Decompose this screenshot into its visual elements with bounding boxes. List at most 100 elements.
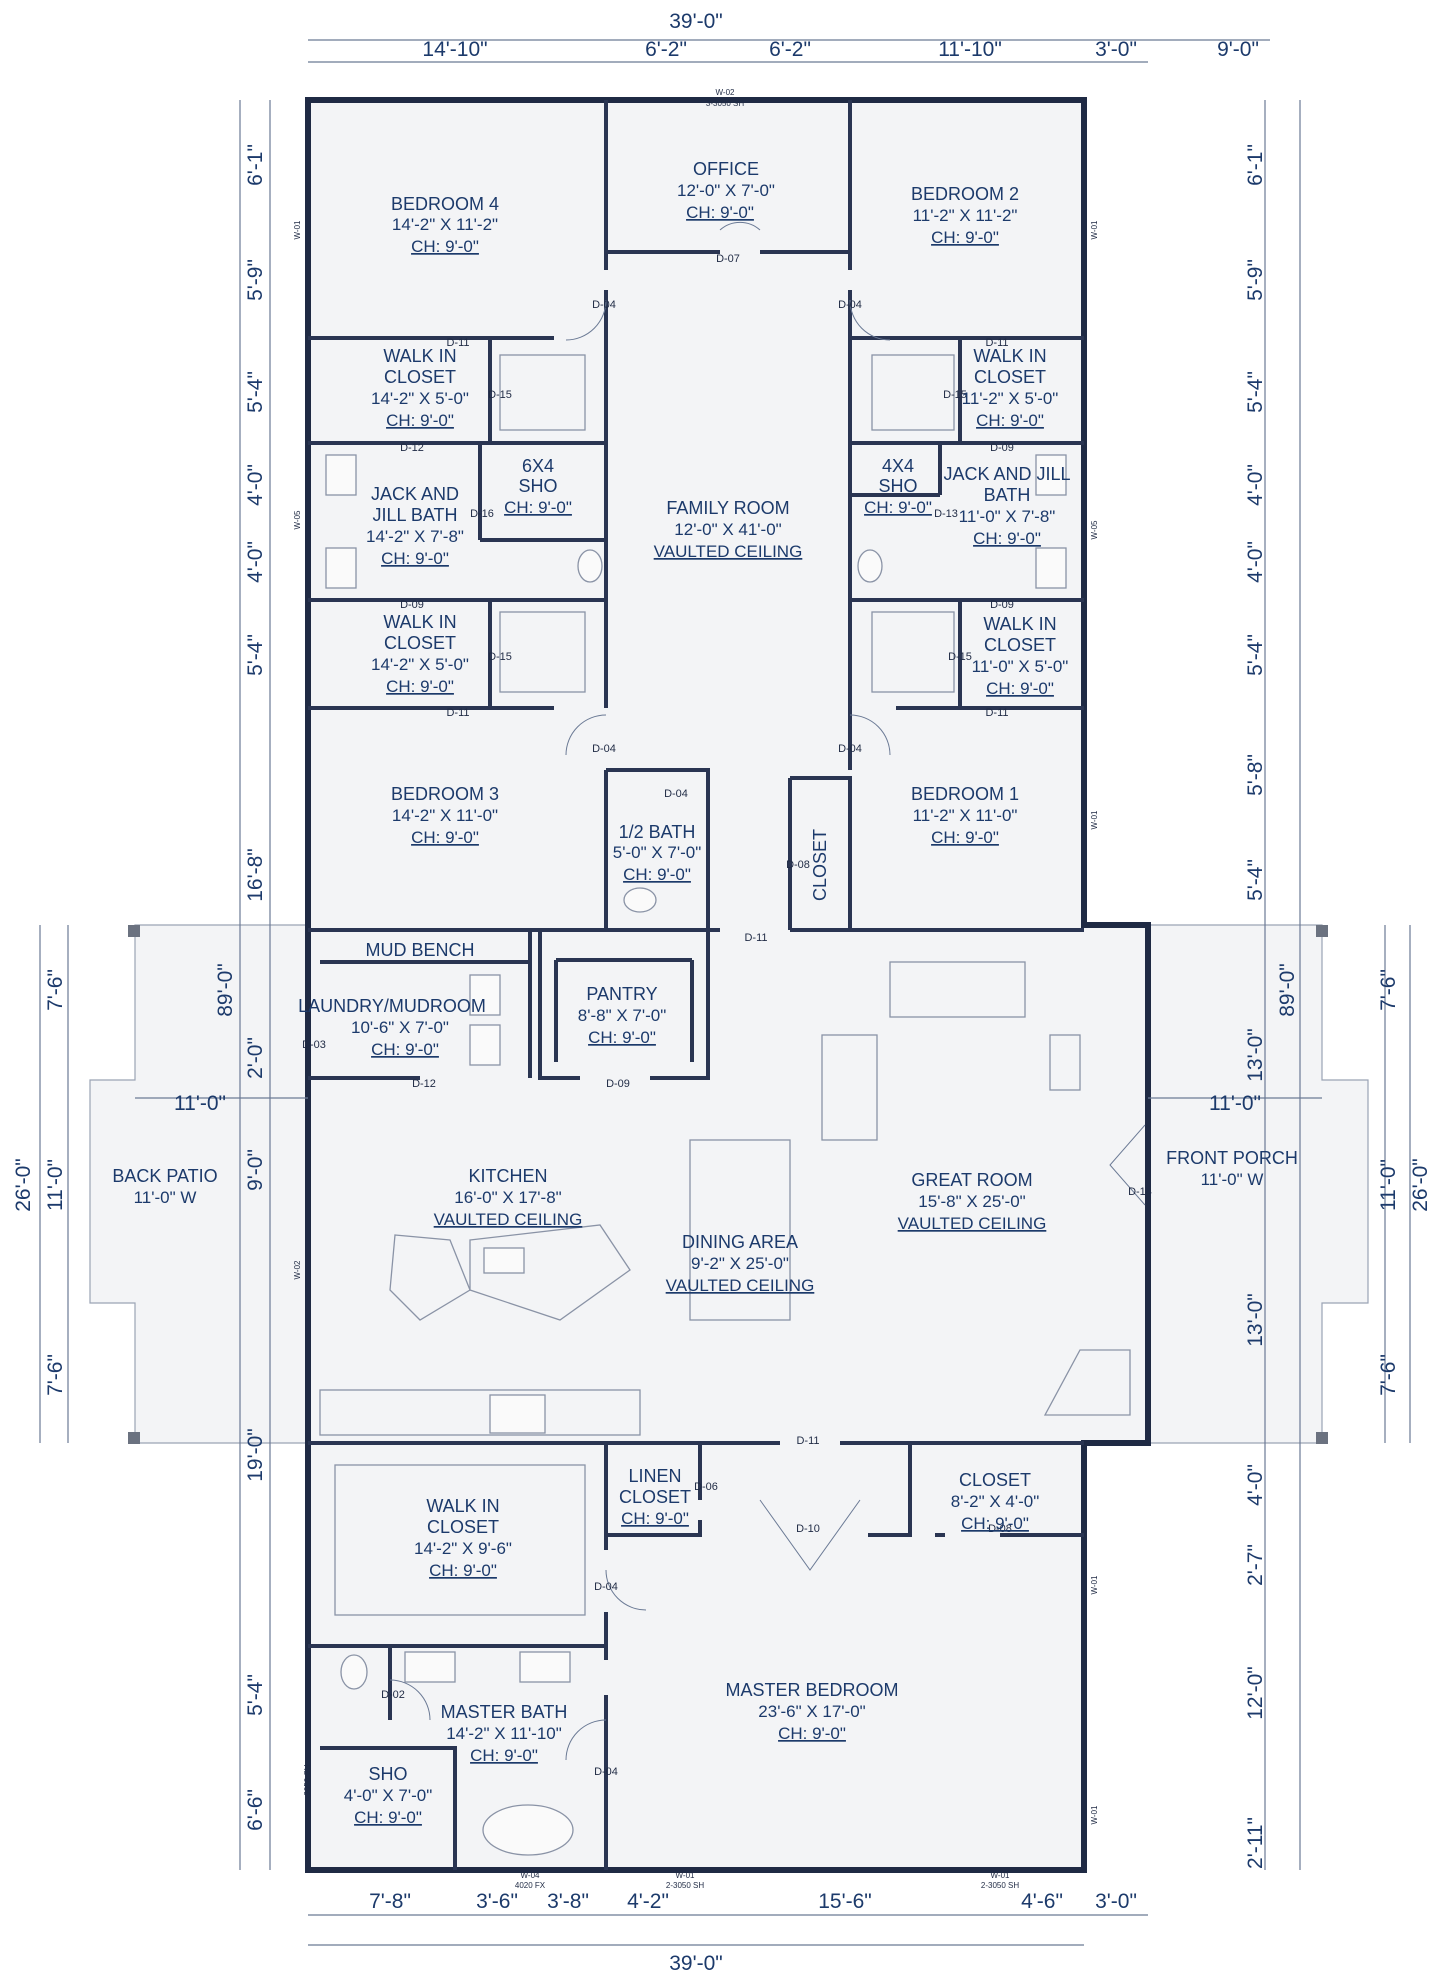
door-tag: D-09 [990,442,1014,454]
room-name: LINEN [628,1466,681,1486]
dim-right-outer: 7'-6" [1377,969,1400,1011]
room-half-bath: 1/2 BATH 5'-0" X 7'-0" CH: 9'-0" [613,822,702,884]
room-name: FAMILY ROOM [666,498,789,518]
room-ceiling: CH: 9'-0" [976,411,1044,430]
room-walk-in-closet-se: WALK IN CLOSET 11'-0" X 5'-0" CH: 9'-0" [972,614,1069,698]
room-walk-in-closet-master: WALK IN CLOSET 14'-2" X 9'-6" CH: 9'-0" [414,1496,512,1580]
room-name: BEDROOM 4 [391,194,499,214]
dim-left-seg: 4'-0" [244,541,267,583]
dim-right-outer: 26'-0" [1409,1158,1432,1212]
room-name: 6X4 [522,456,554,476]
room-ceiling: VAULTED CEILING [666,1276,815,1295]
dim-left-seg: 16'-8" [244,848,267,902]
door-tag: D-13 [934,508,958,520]
dim-right-seg: 13'-0" [1244,1293,1267,1347]
window-tag: W-01 [1090,1805,1099,1825]
dim-bottom-seg: 3'-0" [1095,1890,1137,1913]
chair-icon [1049,1034,1081,1091]
kitchen-island [389,1234,471,1321]
room-size: 11'-2" X 11'-0" [913,806,1018,825]
shelf-outline [499,354,586,431]
window-tag: W-05 [1090,520,1099,540]
room-name: SHO [368,1764,407,1784]
room-jack-jill-bath-east: JACK AND JILL BATH 11'-0" X 7'-8" CH: 9'… [943,464,1070,548]
room-ceiling: CH: 9'-0" [588,1028,656,1047]
room-shower-west: 6X4 SHO CH: 9'-0" [504,456,572,517]
door-tag: D-11 [985,707,1008,719]
door-tags: D-07 D-04 D-04 D-11 D-11 D-15 D-15 D-12 … [302,253,1152,1778]
dim-left-seg: 5'-9" [244,259,267,301]
toilet-icon [340,1654,368,1690]
room-size: 23'-6" X 17'-0" [758,1702,865,1721]
dim-bottom-seg: 4'-2" [627,1890,669,1913]
house-floor [308,100,1084,1870]
sink-icon [519,1651,571,1683]
room-size: 15'-8" X 25'-0" [918,1192,1025,1211]
window-tag: W-01 [1090,1575,1099,1595]
patio-post [128,1432,140,1444]
room-ceiling: CH: 9'-0" [386,677,454,696]
room-size: 11'-2" X 5'-0" [962,389,1059,408]
room-size: 4'-0" X 7'-0" [344,1786,433,1805]
room-size: 16'-0" X 17'-8" [454,1188,561,1207]
room-size: 11'-0" W [1201,1170,1264,1189]
door-swings [389,221,1146,1761]
room-ceiling: CH: 9'-0" [623,865,691,884]
door-tag: D-11 [985,337,1008,349]
dim-right-seg: 4'-0" [1244,541,1267,583]
room-name: 1/2 BATH [619,822,696,842]
dim-left-seg: 4'-0" [244,464,267,506]
room-kitchen: KITCHEN 16'-0" X 17'-8" VAULTED CEILING [434,1166,583,1229]
room-great: GREAT ROOM 15'-8" X 25'-0" VAULTED CEILI… [898,1170,1047,1233]
room-size: 11'-0" W [134,1188,197,1207]
front-porch [1147,924,1369,1444]
door-tag: D-04 [838,743,862,755]
room-ceiling: CH: 9'-0" [504,498,572,517]
door-tag: D-04 [594,1581,618,1593]
sink-icon [404,1651,456,1683]
room-name: CLOSET [427,1517,499,1537]
door-tag: D-11 [446,337,469,349]
dim-left-seg: 9'-0" [244,1149,267,1191]
room-name: 4X4 [882,456,914,476]
right-dimensions: 6'-1" 5'-9" 5'-4" 4'-0" 4'-0" 5'-4" 5'-8… [1244,144,1432,1869]
window-tag: W-01 [991,1871,1011,1880]
room-size: 12'-0" X 7'-0" [677,181,775,200]
room-name: CLOSET [810,829,830,901]
fireplace-icon [1043,1349,1131,1416]
dim-patio-width: 11'-0" [174,1092,226,1115]
room-size: 8'-8" X 7'-0" [578,1006,667,1025]
room-name: CLOSET [959,1470,1031,1490]
room-name: WALK IN [383,346,456,366]
room-ceiling: CH: 9'-0" [354,1808,422,1827]
room-shower-east: 4X4 SHO CH: 9'-0" [864,456,932,517]
door-tag: D-04 [664,788,688,800]
room-shower-master: SHO 4'-0" X 7'-0" CH: 9'-0" [344,1764,433,1827]
window-tag: 3-3050 SH [706,99,744,108]
door-tag: D-15 [488,389,512,401]
room-name: MASTER BEDROOM [725,1680,898,1700]
door-tag: D-06 [694,1481,718,1493]
room-walk-in-closet-ne: WALK IN CLOSET 11'-2" X 5'-0" CH: 9'-0" [962,346,1059,430]
sink-icon [325,547,357,589]
room-walk-in-closet-sw: WALK IN CLOSET 14'-2" X 5'-0" CH: 9'-0" [371,612,469,696]
kitchen-counter [319,1389,641,1436]
room-name: WALK IN [983,614,1056,634]
room-name: CLOSET [619,1487,691,1507]
door-tag: D-11 [744,932,767,944]
dim-top-total: 39'-0" [669,10,723,33]
room-ceiling: CH: 9'-0" [686,203,754,222]
room-name: BEDROOM 3 [391,784,499,804]
window-tag: 3050 SH [303,1764,312,1795]
room-bedroom-3: BEDROOM 3 14'-2" X 11'-0" CH: 9'-0" [391,784,499,847]
room-ceiling: VAULTED CEILING [434,1210,583,1229]
door-tag: D-14 [1128,1186,1152,1198]
toilet-icon [857,549,883,583]
door-swing [565,299,607,341]
room-back-patio: BACK PATIO 11'-0" W [112,1166,217,1207]
room-bedroom-4: BEDROOM 4 14'-2" X 11'-2" CH: 9'-0" [391,194,499,256]
shelf-outline [871,354,955,431]
door-tag: D-07 [716,253,740,265]
room-bedroom-1: BEDROOM 1 11'-2" X 11'-0" CH: 9'-0" [911,784,1019,847]
